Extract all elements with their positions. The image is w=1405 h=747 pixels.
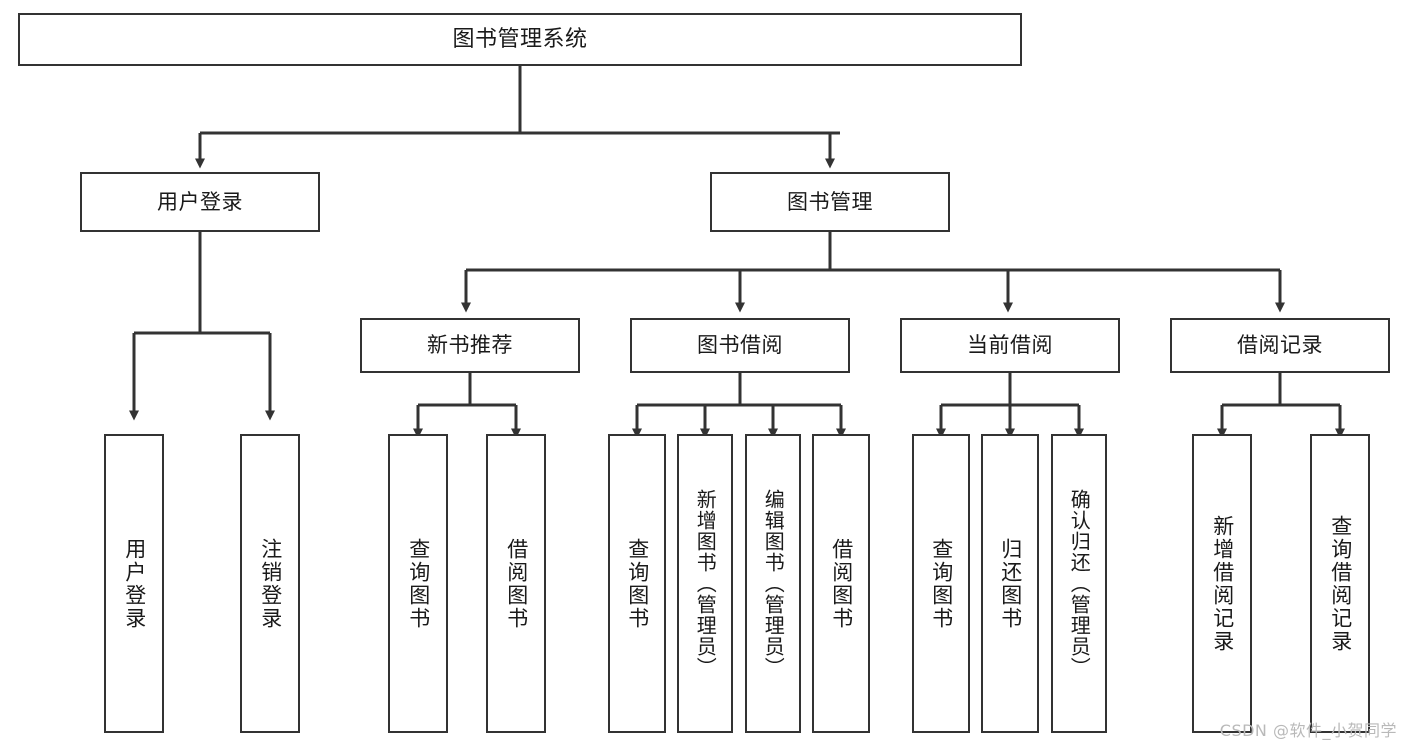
node-label: 借阅图书 — [504, 537, 529, 630]
leaf-add-borrow-record[interactable]: 新增借阅记录 — [1192, 434, 1252, 733]
node-label: 查询图书 — [929, 537, 954, 630]
node-user-login[interactable]: 用户登录 — [80, 172, 320, 232]
node-label: 借阅图书 — [829, 537, 854, 630]
node-label: 查询图书 — [625, 537, 650, 630]
leaf-user-login[interactable]: 用户登录 — [104, 434, 164, 733]
leaf-query-book-recommend[interactable]: 查询图书 — [388, 434, 448, 733]
watermark-text: CSDN @软件_小贺同学 — [1219, 721, 1397, 740]
node-label: 图书管理系统 — [452, 26, 588, 52]
leaf-query-book-borrow[interactable]: 查询图书 — [608, 434, 666, 733]
leaf-add-book-admin[interactable]: 新增图书（管理员） — [677, 434, 733, 733]
node-label: 编辑图书（管理员） — [761, 489, 786, 678]
node-current-borrow[interactable]: 当前借阅 — [900, 318, 1120, 373]
node-label: 归还图书 — [998, 537, 1023, 630]
node-label: 借阅记录 — [1237, 333, 1323, 358]
node-label: 新增图书（管理员） — [693, 489, 718, 678]
leaf-query-borrow-record[interactable]: 查询借阅记录 — [1310, 434, 1370, 733]
node-label: 确认归还（管理员） — [1067, 489, 1092, 678]
node-label: 用户登录 — [157, 189, 243, 214]
leaf-confirm-return-admin[interactable]: 确认归还（管理员） — [1051, 434, 1107, 733]
leaf-query-book-current[interactable]: 查询图书 — [912, 434, 970, 733]
leaf-borrow-book-recommend[interactable]: 借阅图书 — [486, 434, 546, 733]
node-book-borrow[interactable]: 图书借阅 — [630, 318, 850, 373]
node-label: 查询借阅记录 — [1328, 514, 1353, 653]
node-book-management[interactable]: 图书管理 — [710, 172, 950, 232]
node-label: 图书借阅 — [697, 333, 783, 358]
node-label: 查询图书 — [406, 537, 431, 630]
node-label: 图书管理 — [787, 189, 873, 214]
node-label: 新增借阅记录 — [1210, 514, 1235, 653]
node-borrow-record[interactable]: 借阅记录 — [1170, 318, 1390, 373]
node-new-book-recommend[interactable]: 新书推荐 — [360, 318, 580, 373]
node-label: 新书推荐 — [427, 333, 513, 358]
node-root-system[interactable]: 图书管理系统 — [18, 13, 1022, 66]
node-label: 注销登录 — [258, 537, 283, 630]
leaf-edit-book-admin[interactable]: 编辑图书（管理员） — [745, 434, 801, 733]
leaf-logout[interactable]: 注销登录 — [240, 434, 300, 733]
leaf-return-book[interactable]: 归还图书 — [981, 434, 1039, 733]
leaf-borrow-book[interactable]: 借阅图书 — [812, 434, 870, 733]
node-label: 用户登录 — [122, 537, 147, 630]
node-label: 当前借阅 — [967, 333, 1053, 358]
